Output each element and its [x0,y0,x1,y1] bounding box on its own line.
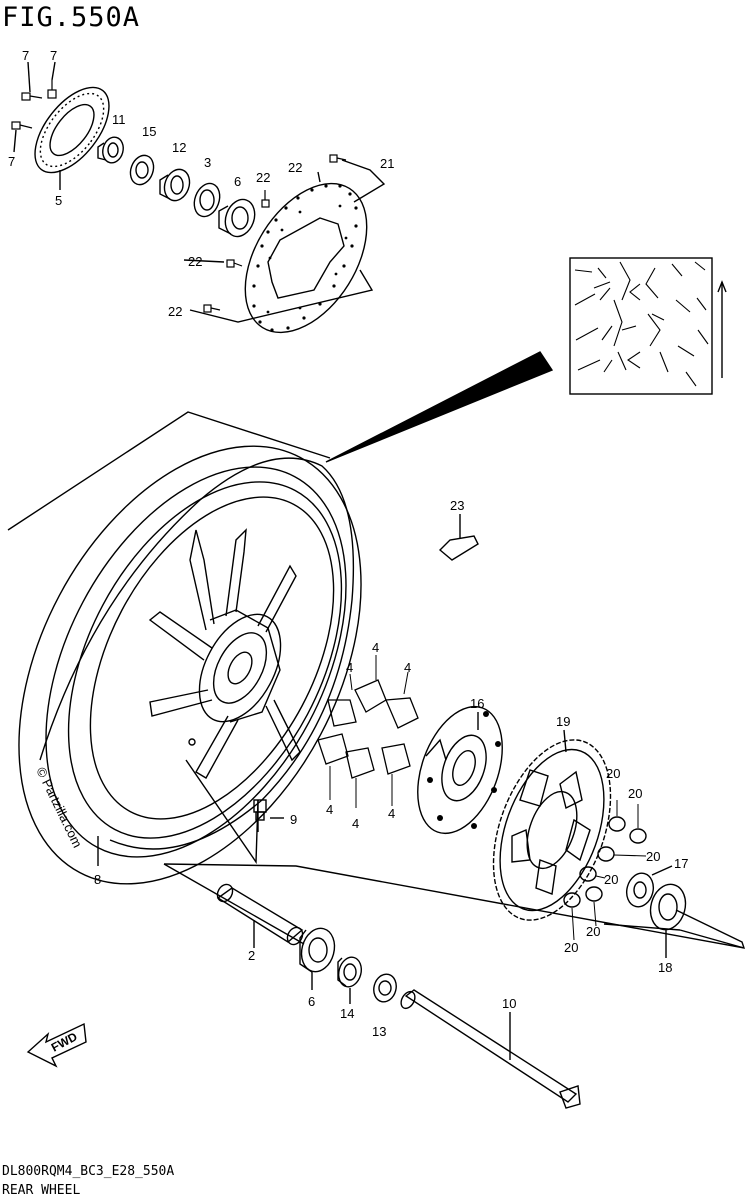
callout[interactable]: 4 [388,806,395,821]
collar-17[interactable] [623,870,657,910]
sprocket-carrier-16[interactable] [402,695,519,845]
watermark: © Partzilla.com [33,765,85,850]
callout[interactable]: 22 [288,160,302,175]
sensor-ring[interactable] [21,75,124,186]
callout[interactable]: 13 [372,1024,386,1039]
callout[interactable]: 8 [94,872,101,887]
disc-bolts[interactable] [203,154,347,313]
bearing-12[interactable] [159,166,194,204]
collar-11[interactable] [97,135,126,165]
callout[interactable]: 9 [290,812,297,827]
fwd-arrow: FWD [26,1022,87,1068]
callout[interactable]: 20 [606,766,620,781]
callout[interactable]: 20 [564,940,578,955]
callout[interactable]: 7 [8,154,15,169]
callout[interactable]: 6 [234,174,241,189]
rear-wheel[interactable] [0,388,431,942]
valve-9[interactable] [253,799,267,821]
callout[interactable]: 18 [658,960,672,975]
callout[interactable]: 4 [346,660,353,675]
sprocket-nuts-20[interactable] [563,816,647,908]
callout[interactable]: 22 [256,170,270,185]
bearing-6-bottom[interactable] [297,925,339,976]
callout[interactable]: 23 [450,498,464,513]
callout[interactable]: 12 [172,140,186,155]
callout[interactable]: 11 [112,112,126,127]
bearing-14[interactable] [335,955,364,990]
callout[interactable]: 22 [188,254,202,269]
callout[interactable]: 14 [340,1006,354,1021]
callout[interactable]: 22 [168,304,182,319]
callout[interactable]: 5 [55,193,62,208]
spacer-2[interactable] [214,882,305,948]
callout[interactable]: 20 [604,872,618,887]
callout[interactable]: 3 [204,155,211,170]
callout[interactable]: 10 [502,996,516,1011]
callout[interactable]: 20 [646,849,660,864]
balance-weight-23[interactable] [438,514,479,561]
callout[interactable]: 7 [50,48,57,63]
bearing-6-top[interactable] [218,195,260,240]
callout[interactable]: 6 [308,994,315,1009]
callout[interactable]: 4 [352,816,359,831]
rear-sprocket-19[interactable] [471,724,633,936]
dampers-4[interactable] [317,679,419,779]
fwd-label: FWD [49,1029,80,1054]
brake-disc[interactable] [220,162,392,354]
spacer-3[interactable] [190,180,224,220]
callout[interactable]: 19 [556,714,570,729]
callout[interactable]: 15 [142,124,156,139]
tread-detail-box [569,257,727,395]
seal-15[interactable] [127,152,158,188]
drawing-code: DL800RQM4_BC3_E28_550A [2,1164,175,1179]
callout[interactable]: 7 [22,48,29,63]
callout[interactable]: 4 [404,660,411,675]
sensor-ring-bolts[interactable] [11,80,57,130]
callout[interactable]: 17 [674,856,688,871]
callout[interactable]: 2 [248,948,255,963]
callout[interactable]: 20 [586,924,600,939]
callout[interactable]: 20 [628,786,642,801]
detail-pointer [325,351,554,463]
rear-axle-10[interactable] [398,989,581,1109]
callout[interactable]: 21 [380,156,394,171]
seal-18[interactable] [646,880,691,933]
seal-13[interactable] [371,972,399,1005]
callout[interactable]: 4 [372,640,379,655]
figure-title: FIG.550A [2,2,141,33]
callout[interactable]: 4 [326,802,333,817]
figure-name: REAR WHEEL [2,1183,81,1198]
callout[interactable]: 16 [470,696,484,711]
